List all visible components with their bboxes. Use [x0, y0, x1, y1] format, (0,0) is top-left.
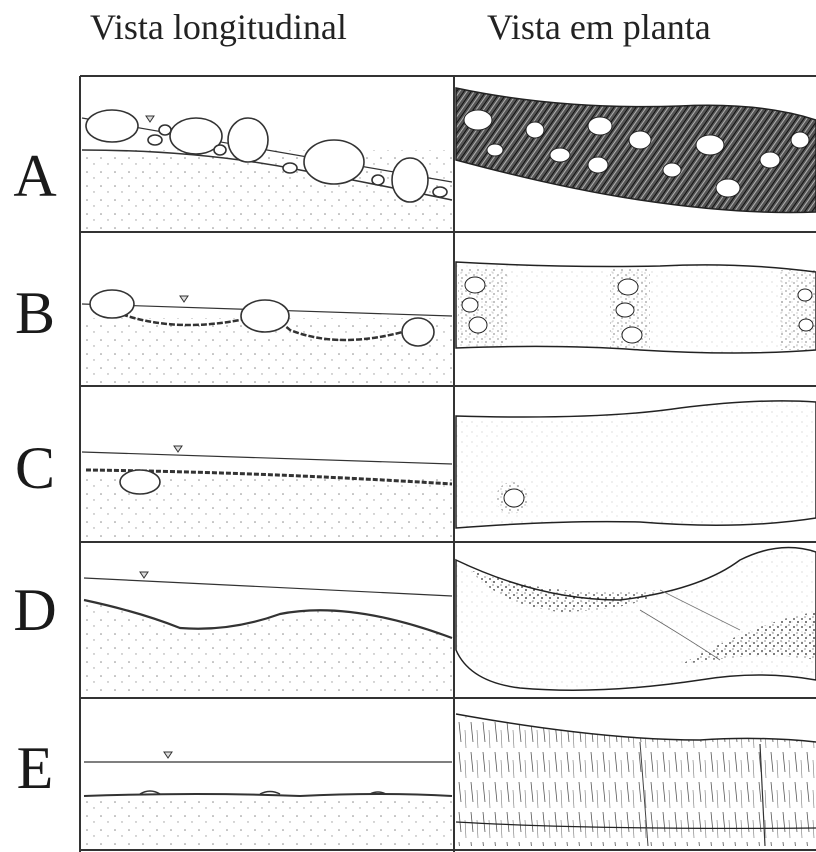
panel-b-longitudinal — [82, 290, 452, 384]
panel-d-longitudinal — [82, 572, 452, 695]
panel-b-plan — [456, 262, 816, 353]
panel-c-longitudinal — [82, 446, 452, 538]
panel-e-longitudinal — [82, 752, 452, 848]
panel-c-plan — [456, 401, 816, 528]
panel-d-plan — [456, 548, 816, 691]
panel-a-longitudinal — [82, 110, 452, 230]
panel-a-plan — [456, 88, 816, 213]
panel-e-plan — [456, 714, 816, 846]
